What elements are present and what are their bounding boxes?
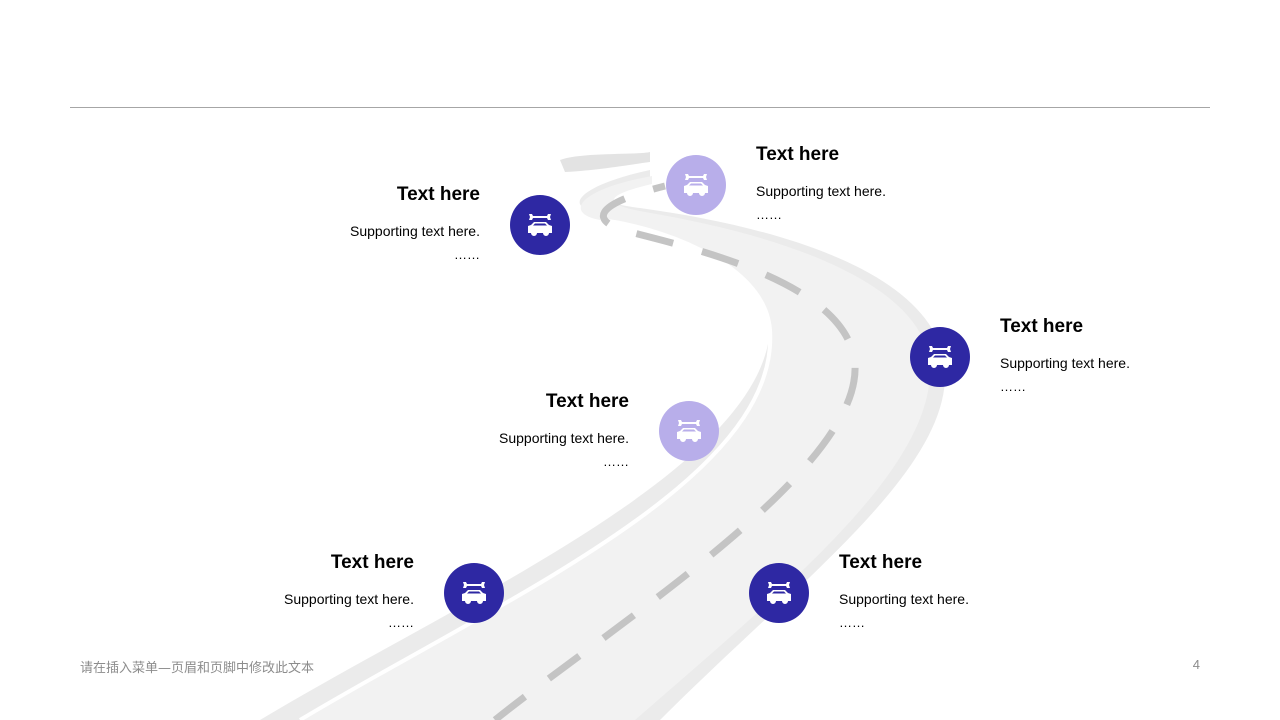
- milestone-1-marker: [510, 195, 570, 255]
- milestone-support: Supporting text here.: [284, 591, 414, 607]
- car-repair-icon: [528, 214, 552, 236]
- milestone-ellipsis: ……: [388, 615, 414, 630]
- milestone-ellipsis: ……: [1000, 379, 1026, 394]
- milestone-3-marker: [910, 327, 970, 387]
- milestone-support: Supporting text here.: [839, 591, 969, 607]
- milestone-1: Text here Supporting text here. ……: [220, 184, 480, 262]
- milestone-ellipsis: ……: [603, 454, 629, 469]
- car-repair-icon: [462, 582, 486, 604]
- milestone-2: Text here Supporting text here. ……: [756, 144, 1016, 222]
- milestone-3: Text here Supporting text here. ……: [1000, 316, 1220, 394]
- milestone-ellipsis: ……: [454, 247, 480, 262]
- milestone-5: Text here Supporting text here. ……: [154, 552, 414, 630]
- milestone-6-marker: [749, 563, 809, 623]
- milestone-support: Supporting text here.: [756, 183, 886, 199]
- milestone-title: Text here: [839, 552, 923, 573]
- milestone-title: Text here: [1000, 316, 1084, 337]
- road-side-line: [298, 218, 773, 720]
- milestone-6: Text here Supporting text here. ……: [839, 552, 1099, 630]
- car-repair-icon: [928, 346, 952, 368]
- car-repair-icon: [767, 582, 791, 604]
- road-far-curve: [560, 152, 650, 172]
- milestone-support: Supporting text here.: [1000, 355, 1130, 371]
- page-number: 4: [1192, 657, 1200, 672]
- milestone-title: Text here: [330, 552, 414, 573]
- road-center-dash: [492, 182, 859, 720]
- car-repair-icon: [677, 420, 701, 442]
- milestone-ellipsis: ……: [839, 615, 865, 630]
- milestone-5-marker: [444, 563, 504, 623]
- milestone-title: Text here: [396, 184, 480, 205]
- milestone-4-marker: [659, 401, 719, 461]
- milestone-2-marker: [666, 155, 726, 215]
- milestone-support: Supporting text here.: [499, 430, 629, 446]
- car-repair-icon: [684, 174, 708, 196]
- milestone-title: Text here: [545, 391, 629, 412]
- milestone-ellipsis: ……: [756, 207, 782, 222]
- milestone-title: Text here: [756, 144, 840, 165]
- header-divider: [70, 107, 1210, 108]
- milestone-support: Supporting text here.: [350, 223, 480, 239]
- footer-text: 请在插入菜单—页眉和页脚中修改此文本: [80, 661, 315, 676]
- milestone-4: Text here Supporting text here. ……: [369, 391, 629, 469]
